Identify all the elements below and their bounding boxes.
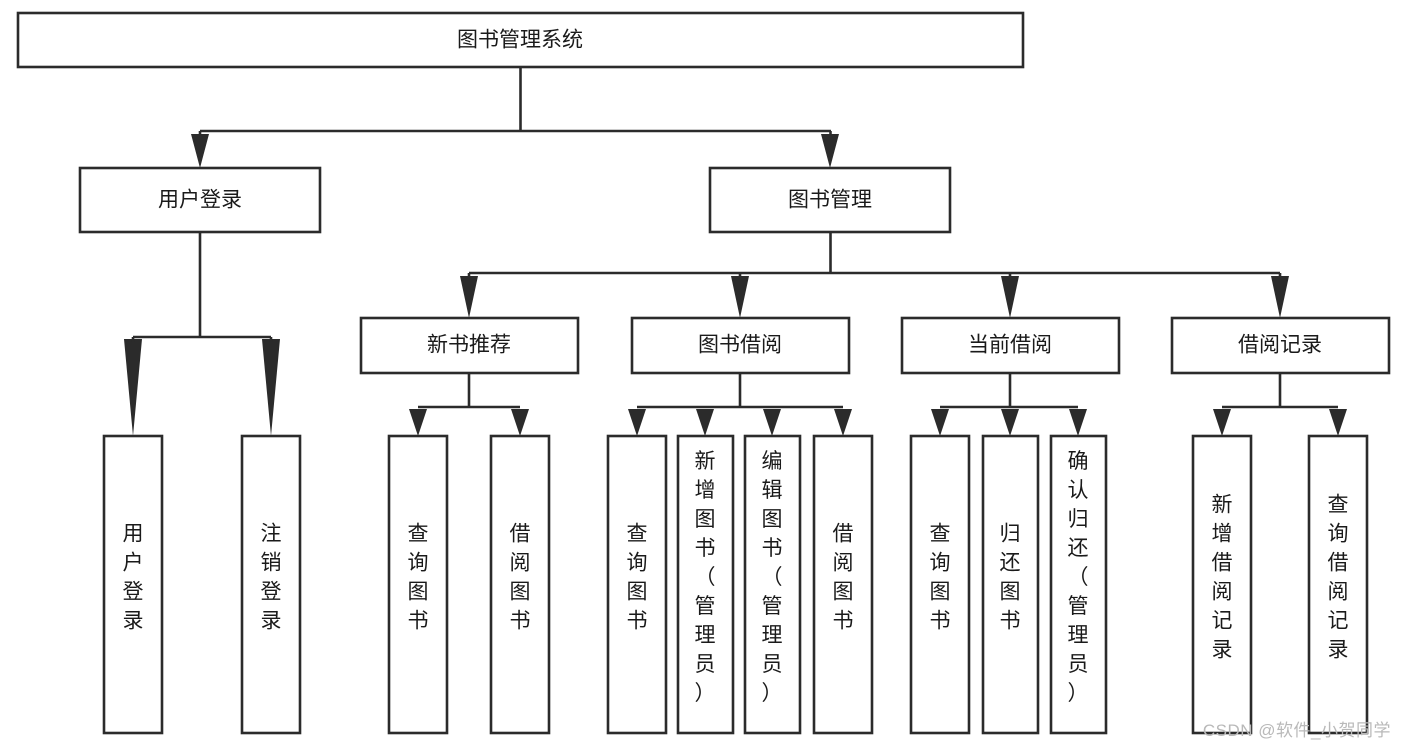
edge-group-root-to-level2 [191, 67, 839, 168]
node-leaf-query-record-box[interactable] [1307, 434, 1369, 735]
node-new-book-recommend[interactable]: 新书推荐 [359, 316, 580, 375]
node-leaf-user-login[interactable]: 用户登录 [102, 434, 164, 735]
node-leaf-logout-box[interactable] [240, 434, 302, 735]
arrow-to-leaf-edit-book [763, 409, 781, 436]
node-leaf-confirm-return-label: 确认归还（管理员） [1068, 450, 1089, 705]
node-leaf-logout[interactable]: 注销登录 [240, 434, 302, 735]
arrow-to-leaf-borrow-book-1 [511, 409, 529, 436]
node-borrow-record[interactable]: 借阅记录 [1170, 316, 1391, 375]
node-book-borrow-box[interactable] [630, 316, 851, 375]
node-leaf-return-book[interactable]: 归还图书 [981, 434, 1040, 735]
node-leaf-add-book-box[interactable] [676, 434, 735, 735]
node-root-box[interactable] [16, 11, 1025, 69]
node-leaf-borrow-book-2[interactable]: 借阅图书 [812, 434, 874, 735]
edge-group-book-management-to-level3 [460, 232, 1289, 318]
node-leaf-logout-label: 注销登录 [261, 523, 282, 633]
node-leaf-add-record-box[interactable] [1191, 434, 1253, 735]
node-book-borrow[interactable]: 图书借阅 [630, 316, 851, 375]
node-leaf-query-book-2-box[interactable] [606, 434, 668, 735]
node-leaf-user-login-label: 用户登录 [123, 523, 144, 633]
node-leaf-edit-book-label: 编辑图书（管理员） [762, 450, 783, 705]
edge-group-borrow-record-to-leaves [1213, 373, 1347, 436]
node-user-login-box[interactable] [78, 166, 322, 234]
arrow-to-book-management [821, 134, 839, 168]
node-leaf-borrow-book-1-label: 借阅图书 [510, 523, 531, 633]
node-leaf-edit-book-box[interactable] [743, 434, 802, 735]
node-leaf-add-record[interactable]: 新增借阅记录 [1191, 434, 1253, 735]
node-root-label: 图书管理系统 [457, 29, 583, 52]
node-borrow-record-box[interactable] [1170, 316, 1391, 375]
node-leaf-query-book-3-label: 查询图书 [930, 523, 951, 633]
edge-group-current-borrow-to-leaves [931, 373, 1087, 436]
node-leaf-query-book-1-label: 查询图书 [408, 523, 429, 633]
arrow-to-leaf-add-book [696, 409, 714, 436]
node-leaf-query-book-2-label: 查询图书 [627, 523, 648, 633]
arrow-to-leaf-query-book-1 [409, 409, 427, 436]
node-leaf-confirm-return[interactable]: 确认归还（管理员） [1049, 434, 1108, 735]
node-leaf-add-record-label: 新增借阅记录 [1212, 494, 1233, 662]
node-current-borrow-label: 当前借阅 [968, 334, 1052, 357]
arrow-to-leaf-confirm-return [1069, 409, 1087, 436]
arrow-to-leaf-query-book-3 [931, 409, 949, 436]
edge-group-new-book-recommend-to-leaves [409, 373, 529, 436]
node-leaf-borrow-book-2-box[interactable] [812, 434, 874, 735]
node-borrow-record-label: 借阅记录 [1238, 334, 1322, 357]
node-leaf-borrow-book-2-label: 借阅图书 [833, 523, 854, 633]
arrow-to-borrow-record [1271, 276, 1289, 318]
node-new-book-recommend-label: 新书推荐 [427, 334, 511, 357]
node-current-borrow[interactable]: 当前借阅 [900, 316, 1121, 375]
node-leaf-query-book-3-box[interactable] [909, 434, 971, 735]
node-leaf-confirm-return-box[interactable] [1049, 434, 1108, 735]
node-book-management-label: 图书管理 [788, 189, 872, 212]
node-leaf-edit-book[interactable]: 编辑图书（管理员） [743, 434, 802, 735]
arrow-to-book-borrow [731, 276, 749, 318]
node-leaf-return-book-box[interactable] [981, 434, 1040, 735]
node-new-book-recommend-box[interactable] [359, 316, 580, 375]
node-leaf-query-record[interactable]: 查询借阅记录 [1307, 434, 1369, 735]
node-leaf-query-book-2[interactable]: 查询图书 [606, 434, 668, 735]
edge-group-book-borrow-to-leaves [628, 373, 852, 436]
node-book-management[interactable]: 图书管理 [708, 166, 952, 234]
node-leaf-borrow-book-1[interactable]: 借阅图书 [489, 434, 551, 735]
arrow-to-leaf-return-book [1001, 409, 1019, 436]
node-leaf-query-book-1[interactable]: 查询图书 [387, 434, 449, 735]
node-leaf-return-book-label: 归还图书 [1000, 523, 1021, 633]
arrow-to-leaf-borrow-book-2 [834, 409, 852, 436]
node-current-borrow-box[interactable] [900, 316, 1121, 375]
arrow-to-new-book-recommend [460, 276, 478, 318]
arrow-to-leaf-add-record [1213, 409, 1231, 436]
node-leaf-query-record-label: 查询借阅记录 [1328, 494, 1349, 662]
arrow-to-user-login [191, 134, 209, 168]
node-leaf-add-book-label: 新增图书（管理员） [695, 450, 716, 705]
node-book-borrow-label: 图书借阅 [698, 334, 782, 357]
edge-group-user-login-to-leaves [124, 232, 280, 436]
arrow-to-leaf-query-book-2 [628, 409, 646, 436]
arrow-to-leaf-user-login [124, 339, 142, 436]
node-root[interactable]: 图书管理系统 [16, 11, 1025, 69]
arrow-to-leaf-logout [262, 339, 280, 436]
node-leaf-borrow-book-1-box[interactable] [489, 434, 551, 735]
node-user-login-label: 用户登录 [158, 189, 242, 212]
csdn-watermark: CSDN @软件_小贺同学 [1202, 721, 1391, 740]
arrow-to-current-borrow [1001, 276, 1019, 318]
node-user-login[interactable]: 用户登录 [78, 166, 322, 234]
node-leaf-query-book-3[interactable]: 查询图书 [909, 434, 971, 735]
node-leaf-user-login-box[interactable] [102, 434, 164, 735]
node-book-management-box[interactable] [708, 166, 952, 234]
node-leaf-add-book[interactable]: 新增图书（管理员） [676, 434, 735, 735]
node-leaf-query-book-1-box[interactable] [387, 434, 449, 735]
arrow-to-leaf-query-record [1329, 409, 1347, 436]
